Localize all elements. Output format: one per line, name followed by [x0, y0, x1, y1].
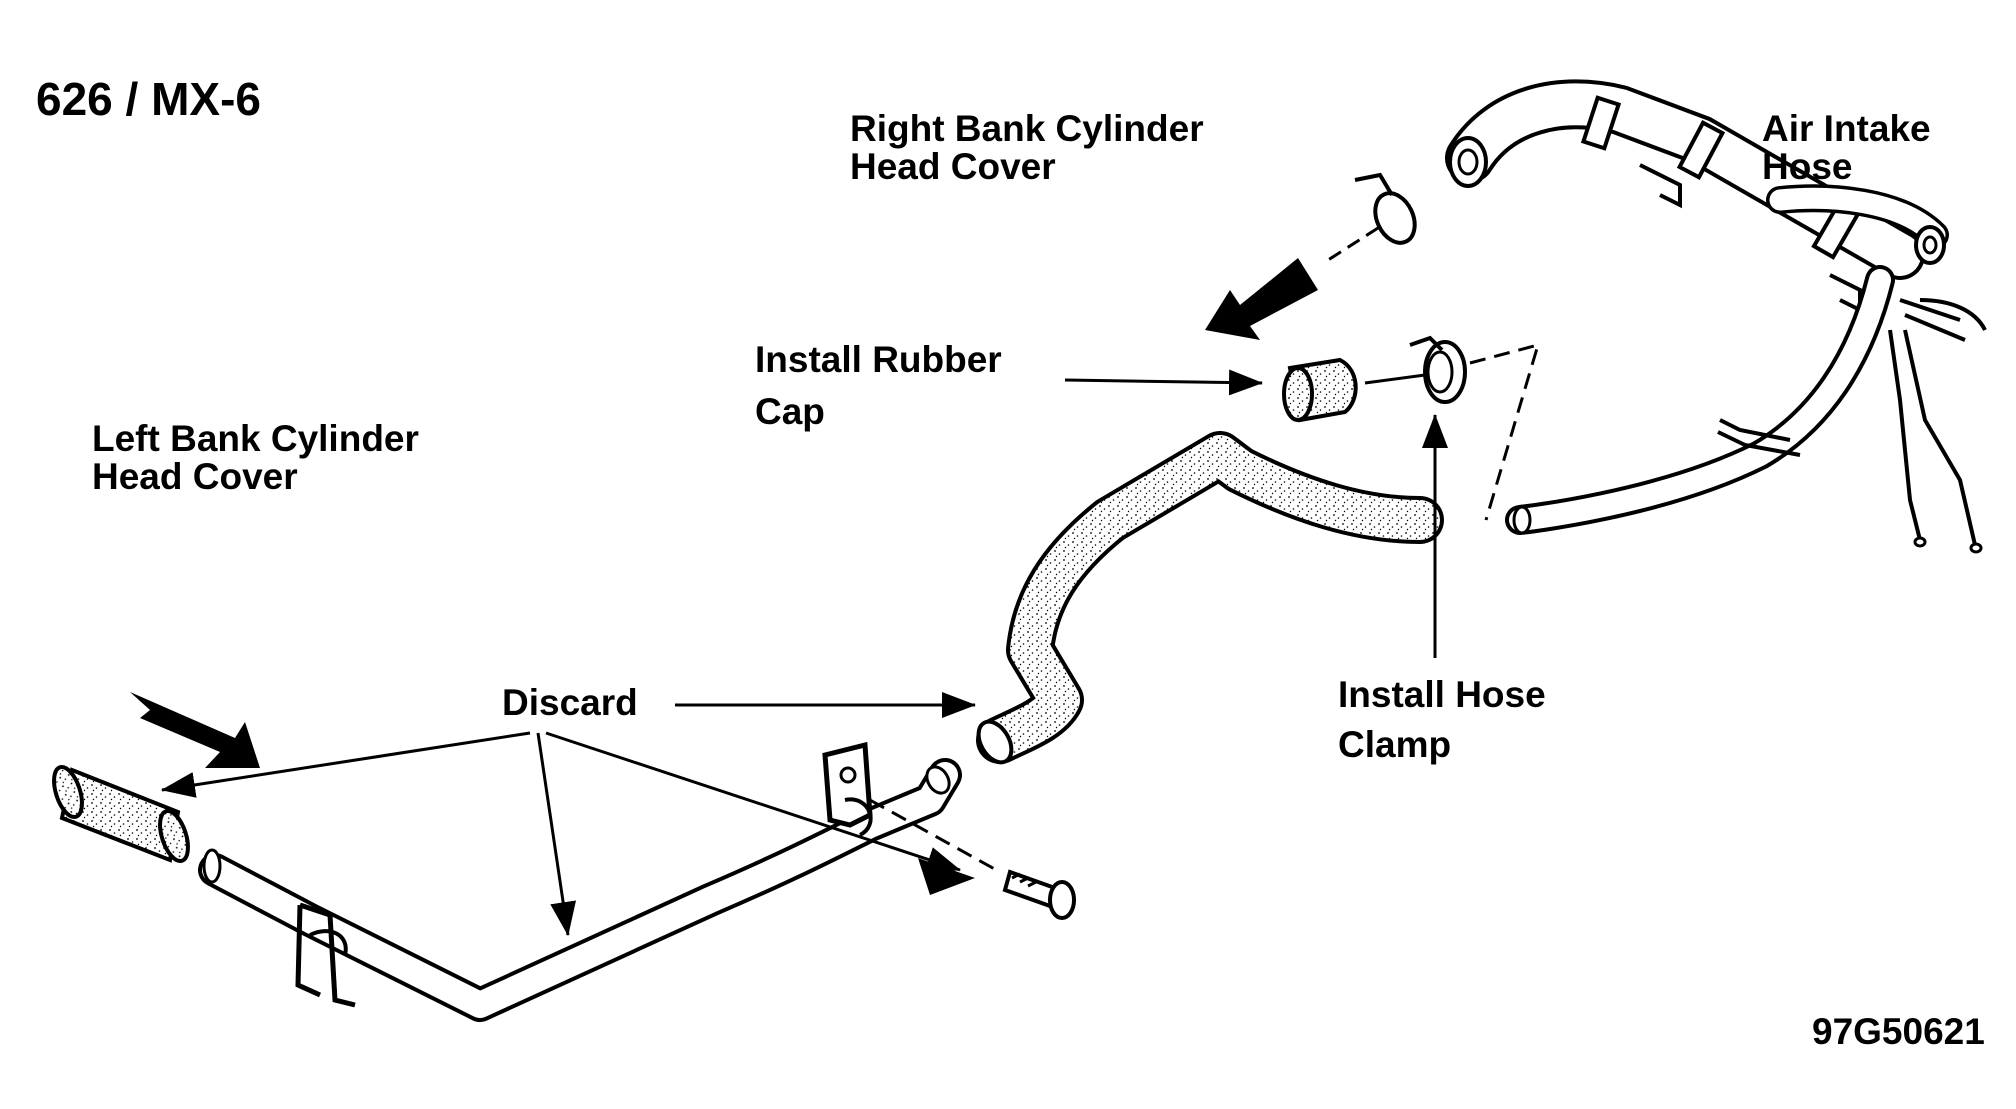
metal-pipe-tip	[925, 765, 951, 795]
discard-label: Discard	[502, 682, 638, 723]
left-rubber-cap	[52, 764, 190, 864]
clamp-leader-line	[1324, 226, 1379, 264]
new-hose-clamp	[1409, 335, 1467, 404]
hose-clamp-label-line2: Clamp	[1338, 724, 1452, 765]
model-title: 626 / MX-6	[36, 73, 261, 125]
discard-hose	[980, 435, 1440, 760]
remove-direction-arrow	[1205, 258, 1318, 340]
cap-axis-line	[1364, 373, 1426, 385]
remove-left-arrow	[130, 692, 260, 768]
clamp-installation-path	[1469, 342, 1541, 521]
metal-pipe	[202, 762, 958, 1018]
right-bank-label-line1: Right Bank Cylinder	[850, 108, 1204, 149]
rubber-cap-callout-arrow	[1064, 369, 1263, 396]
discard-to-bolt-arrow	[545, 731, 961, 872]
left-bank-label-line1: Left Bank Cylinder	[92, 418, 419, 459]
hose-clamp-label: Install Hose Clamp	[1338, 670, 1546, 770]
left-bank-label: Left Bank Cylinder Head Cover	[92, 420, 419, 496]
right-bank-label: Right Bank Cylinder Head Cover	[850, 110, 1204, 186]
mounting-bolt	[1002, 869, 1076, 920]
rubber-cap-label-line2: Cap	[755, 391, 825, 432]
air-intake-label: Air Intake Hose	[1762, 110, 1931, 186]
mounting-bracket	[822, 741, 873, 837]
discard-hose-end	[976, 719, 1014, 765]
rubber-cap	[1282, 357, 1358, 423]
figure-code: 97G50621	[1812, 1011, 1985, 1052]
metal-pipe-end	[202, 848, 222, 884]
hose-clamp-label-line1: Install Hose	[1338, 674, 1546, 715]
discard-to-cap-arrow	[161, 731, 531, 798]
right-bank-label-line2: Head Cover	[850, 146, 1056, 187]
pipe-clip	[295, 902, 356, 1008]
air-intake-label-line2: Hose	[1762, 146, 1853, 187]
rubber-cap-label-line1: Install Rubber	[755, 339, 1002, 380]
air-intake-hose-assembly	[1445, 79, 1987, 554]
air-intake-label-line1: Air Intake	[1762, 108, 1931, 149]
rubber-cap-label: Install Rubber Cap	[755, 334, 1002, 438]
old-clamp	[1354, 172, 1417, 245]
left-bank-label-line2: Head Cover	[92, 456, 298, 497]
discard-to-pipe-arrow	[536, 732, 577, 936]
bolt-direction-arrow	[918, 858, 975, 895]
